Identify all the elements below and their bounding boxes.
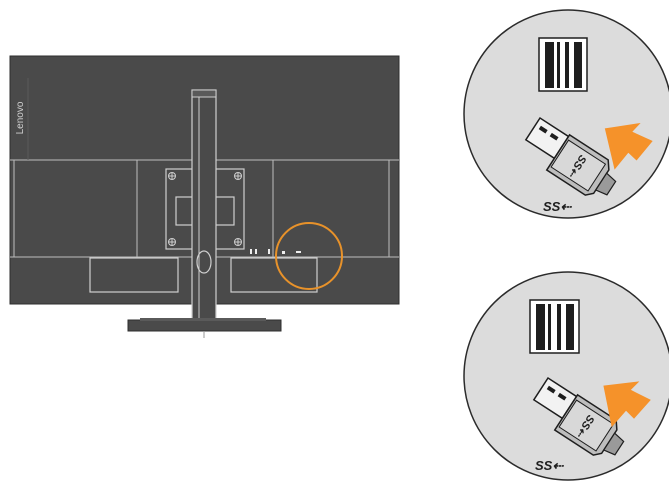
brand-logo-text: Lenovo (15, 101, 26, 134)
usb-port-highlight-circle (275, 222, 343, 290)
stand-base-top (140, 318, 266, 321)
callout-bubble (463, 271, 669, 481)
callout-usb-plug-bottom: SS⇠ SS⇠ (463, 271, 669, 481)
insert-direction-arrow (603, 381, 651, 428)
usb-port-slot (529, 299, 580, 354)
usb-plug: SS⇠ (524, 116, 617, 196)
insert-direction-arrow (604, 122, 653, 170)
port-cover-left (89, 257, 179, 293)
callout-usb-plug-top: SS⇠ SS⇠ (463, 9, 669, 219)
port-cover-right (230, 257, 318, 293)
usb-port-slot (538, 37, 588, 92)
superspeed-usb-label: SS⇠ (543, 199, 572, 214)
superspeed-usb-label: SS⇠ (535, 458, 564, 473)
stand-neck-top (191, 89, 217, 98)
usb-port-markings (250, 249, 301, 254)
stand-base (127, 319, 282, 332)
usb-plug: SS⇠ (532, 376, 625, 456)
stand-neck (191, 89, 217, 329)
cable-management-hole (196, 250, 212, 274)
vesa-screw-holes (168, 172, 242, 246)
callout-bubble (463, 9, 669, 219)
monitor-rear-view: Lenovo (9, 55, 400, 338)
